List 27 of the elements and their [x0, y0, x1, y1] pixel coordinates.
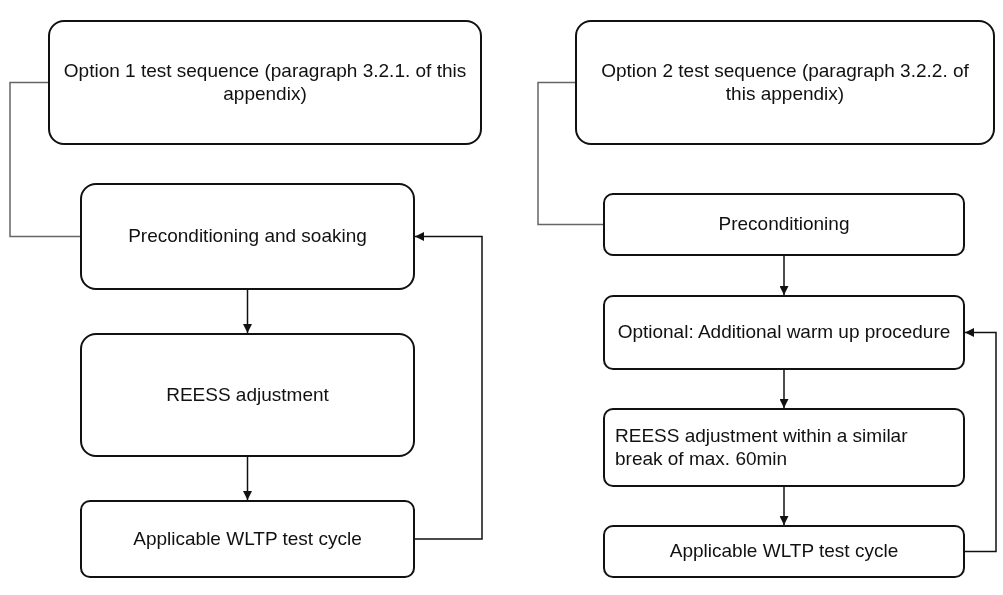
process-box: [80, 183, 415, 290]
box-label: REESS adjustment within a similar break of max. 60min: [615, 424, 909, 471]
arrow: [243, 289, 252, 334]
arrow: [779, 255, 789, 296]
box-label: Preconditioning: [718, 213, 850, 236]
process-box: [80, 500, 415, 578]
process-box: [48, 20, 482, 145]
arrow: [779, 486, 789, 526]
arrow: [243, 456, 252, 501]
box-label: Option 2 test sequence (paragraph 3.2.2. of this appendix): [600, 59, 970, 106]
process-box: [80, 333, 415, 457]
process-box: [603, 408, 965, 487]
connector-line: [9, 81, 81, 238]
arrow: [964, 328, 997, 553]
process-box: [575, 20, 995, 145]
connector-line: [537, 81, 604, 226]
box-label: Applicable WLTP test cycle: [133, 527, 362, 551]
arrow: [779, 369, 789, 409]
box-label: Applicable WLTP test cycle: [669, 540, 899, 563]
box-label: Optional: Additional warm up procedure: [617, 321, 951, 344]
box-label: Option 1 test sequence (paragraph 3.2.1. of this appendix): [62, 59, 468, 106]
box-label: Preconditioning and soaking: [128, 225, 367, 248]
process-box: [603, 525, 965, 578]
process-box: [603, 295, 965, 370]
box-label: REESS adjustment: [166, 383, 329, 407]
arrow: [414, 232, 483, 540]
process-box: [603, 193, 965, 256]
